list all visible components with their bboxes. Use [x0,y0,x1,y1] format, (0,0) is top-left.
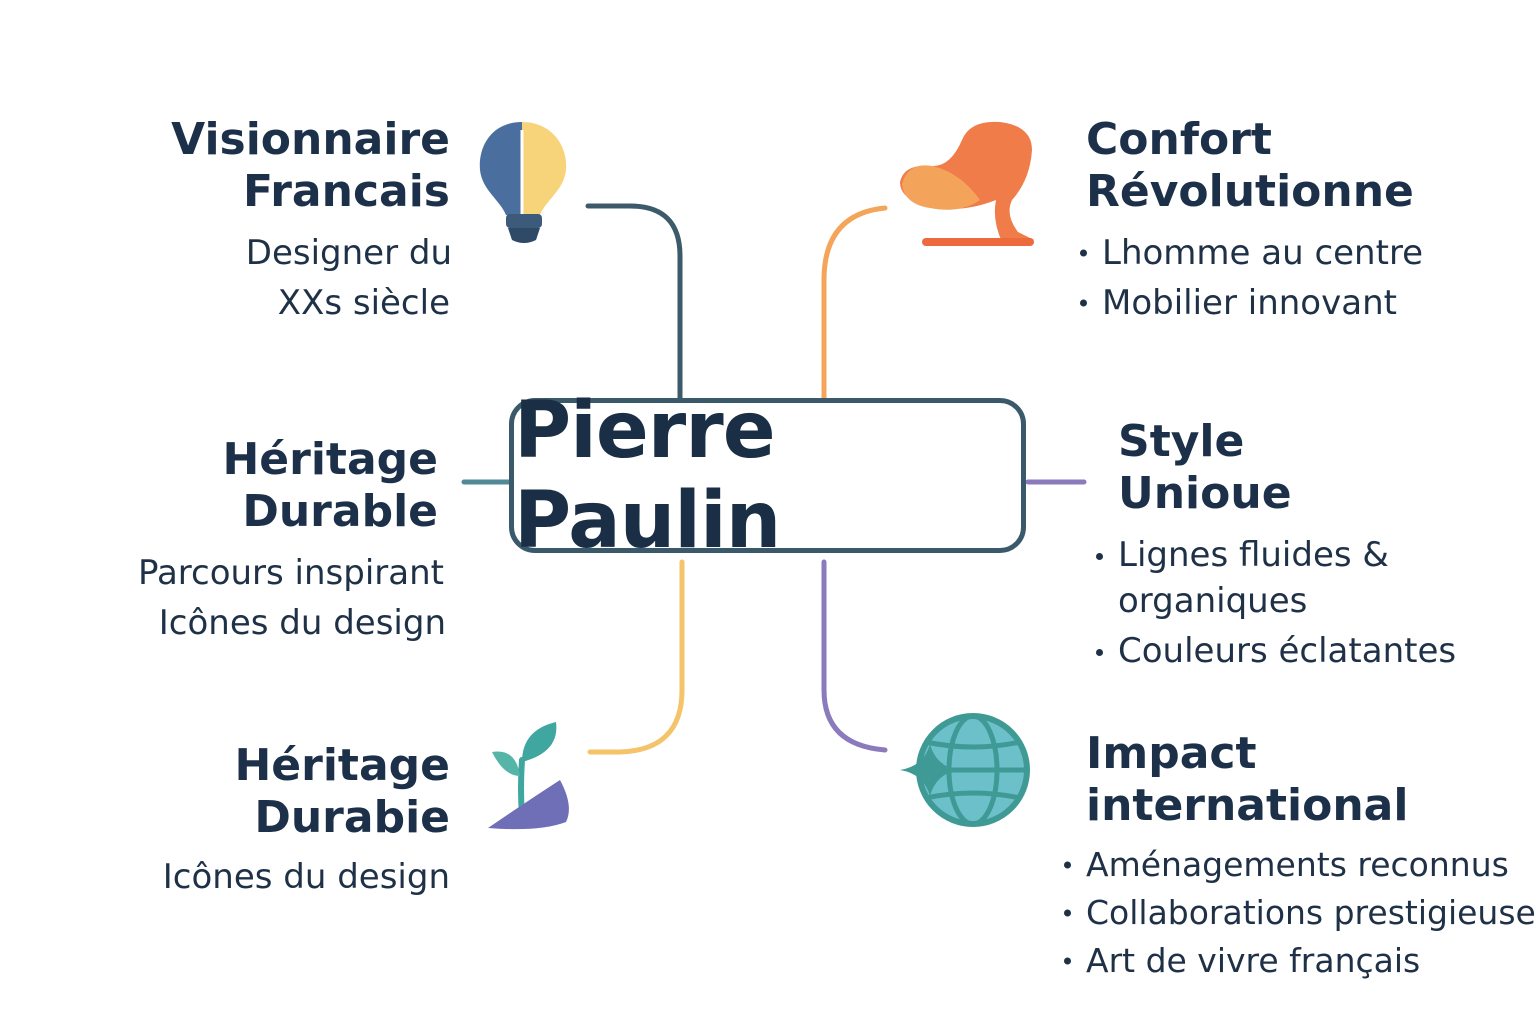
heritage-bottom-title-line2: Durabie [254,792,450,843]
style-title-line1: Style [1118,416,1245,467]
connector-bottom-right [821,559,888,753]
central-node: Pierre Paulin [509,386,1026,566]
globe-icon [900,713,1030,827]
confort-title-line2: Révolutionne [1086,166,1414,217]
confort-title-line1: Confort [1086,114,1272,165]
impact-bullet: Collaborations prestigieuses [1064,889,1536,937]
impact-bullet-list: Aménagements reconnus Collaborations pre… [1064,841,1536,985]
bullet-dot [1096,649,1103,656]
heritage-bottom-title-line1: Héritage [234,740,450,791]
impact-title-line1: Impact [1086,728,1257,779]
heritage-left-sub-line1: Parcours inspirant [137,553,444,593]
impact-title-line2: international [1086,780,1409,831]
heritage-left-sub-line2: Icônes du design [158,603,446,643]
lightbulb-icon [479,122,567,243]
impact-bullet: Aménagements reconnus [1064,841,1536,889]
visionnaire-title-line2: Francais [242,166,450,217]
central-node-label: Pierre Paulin [514,385,781,566]
confort-bullet: Lhomme au centre [1080,228,1423,278]
chair-icon [900,121,1034,246]
style-bullet-text: Couleurs éclatantes [1118,631,1457,671]
heritage-bottom-sub-line1: Icônes du design [162,857,450,897]
confort-bullet: Mobilier innovant [1080,278,1423,328]
impact-bullet: Art de vivre français [1064,937,1536,985]
bullet-dot [1096,553,1103,560]
style-bullet-2: Couleurs éclatantes [1096,634,1456,668]
sprout-icon [488,722,569,830]
style-bullet-text: Lignes fluides & [1118,535,1389,575]
heritage-left-title-line2: Durable [242,486,438,537]
style-bullet-1: Lignes fluides & [1096,538,1389,572]
connector-top-right [821,205,888,403]
connector-top-left [585,203,683,403]
visionnaire-title-line1: Visionnaire [171,114,450,165]
style-title-line2: Unioue [1118,468,1292,519]
heritage-left-title-line1: Héritage [222,434,438,485]
visionnaire-sub-line2: XXs siècle [277,283,450,323]
confort-bullet-list: Lhomme au centre Mobilier innovant [1080,228,1423,328]
visionnaire-sub-line1: Designer du [245,233,452,273]
connector-bottom-left [587,559,685,755]
style-bullet-1-continuation: organiques [1118,581,1308,621]
